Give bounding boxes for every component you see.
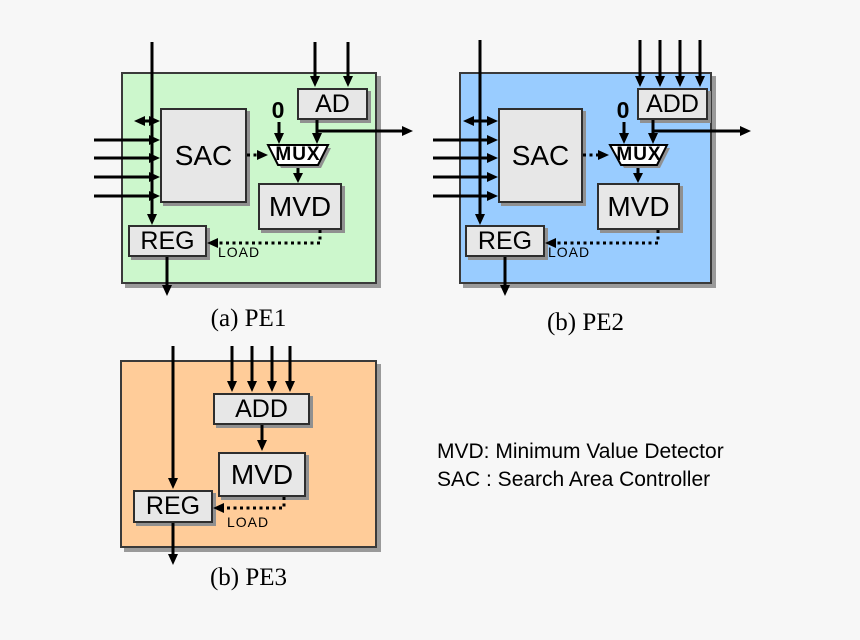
- pe1-reg-block: REG: [128, 225, 207, 257]
- pe2-sac-block: SAC: [498, 108, 583, 203]
- pe1-mvd-block: MVD: [258, 183, 342, 230]
- pe3-mvd-block: MVD: [218, 452, 306, 497]
- legend-mvd-line: MVD: Minimum Value Detector: [437, 440, 724, 463]
- legend-sac-line: SAC : Search Area Controller: [437, 468, 711, 491]
- pe2-zero-label: 0: [616, 97, 630, 123]
- pe1-ad-block: AD: [297, 88, 368, 120]
- pe1-caption: (a) PE1: [210, 305, 287, 332]
- pe2-load-label: LOAD: [548, 244, 591, 260]
- pe3-caption: (b) PE3: [209, 564, 288, 591]
- pe3-load-label: LOAD: [227, 514, 270, 530]
- pe2-reg-block: REG: [465, 225, 545, 257]
- pe1-load-label: LOAD: [218, 244, 261, 260]
- legend: MVD: Minimum Value Detector SAC : Search…: [437, 438, 724, 494]
- pe1-zero-label: 0: [271, 97, 285, 123]
- pe2-caption: (b) PE2: [546, 309, 625, 336]
- pe2-add-block: ADD: [637, 88, 708, 120]
- pe1-mux-label: MUX: [275, 144, 321, 165]
- pe1-sac-block: SAC: [160, 108, 247, 203]
- pe3-reg-block: REG: [133, 490, 213, 523]
- pe3-add-block: ADD: [213, 393, 310, 425]
- pe2-mux-label: MUX: [616, 144, 662, 165]
- pe2-mvd-block: MVD: [597, 183, 680, 230]
